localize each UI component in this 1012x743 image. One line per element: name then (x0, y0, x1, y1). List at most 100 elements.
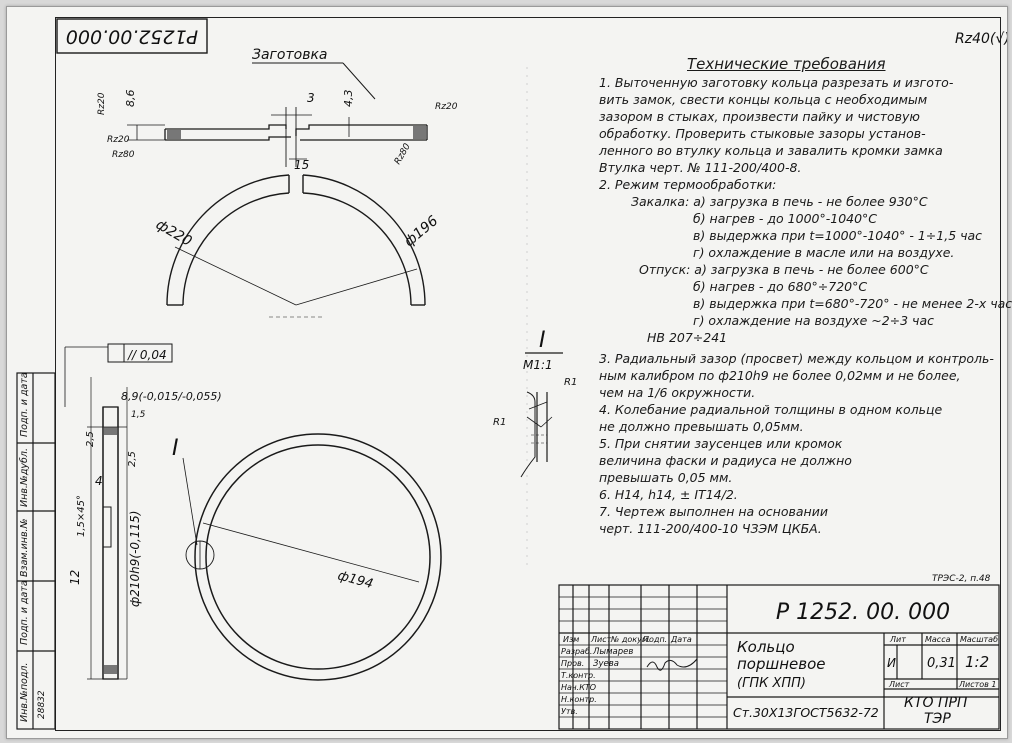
org-1: КТО ПРП (904, 695, 968, 711)
rz80-a: Rz80 (112, 150, 135, 160)
drawing-sheet: P1252.00.000 Rz40(√) Заготовка 3 (6, 6, 1012, 739)
dim-d210: ф210h9(-0,115) (128, 511, 142, 607)
drawing-number-top: P1252.00.000 (66, 26, 198, 48)
blank-section (127, 107, 428, 167)
requirement-line: 7. Чертеж выполнен на основании (599, 504, 828, 519)
strip-podp-data: Подп. и дата (19, 580, 30, 645)
role-nach-kto: Нач.КТО (561, 683, 596, 692)
requirement-line: 1. Выточенную заготовку кольца разрезать… (599, 75, 954, 90)
requirement-line: 5. При снятии заусенцев или кромок (599, 436, 843, 451)
role-nkontr: Н.контр. (561, 695, 597, 704)
requirements-title: Технические требования (687, 55, 886, 73)
blank-label: Заготовка (252, 47, 327, 63)
side-strip (16, 372, 56, 730)
blank-arc (166, 174, 426, 318)
archive-note: ТРЭС-2, п.48 (932, 574, 991, 584)
ring-section (64, 343, 173, 680)
detail-scale: M1:1 (523, 358, 553, 372)
dim-2-5b: 2,5 (127, 451, 138, 467)
col-lit: Лит (889, 635, 906, 644)
part-name-3: (ГПК ХПП) (737, 676, 806, 691)
col-dokum: № докум. (610, 635, 650, 644)
requirement-line: в) выдержка при t=680°-720° - не менее 2… (693, 296, 1012, 311)
mass-value: 0,31 (927, 656, 956, 671)
requirement-line: г) охлаждение в масле или на воздухе. (693, 245, 955, 260)
dim-4: 4 (95, 474, 103, 488)
r1-a: R1 (564, 377, 577, 388)
requirement-line: вить замок, свести концы кольца с необхо… (599, 92, 928, 107)
dim-width: 8,9(-0,015/-0,055) (121, 390, 222, 403)
detail-view: I M1:1 (520, 328, 563, 478)
drawing-number: P 1252. 00. 000 (776, 600, 950, 625)
part-name-2: поршневое (737, 655, 826, 673)
dim-3: 3 (307, 91, 315, 105)
signer-1: Лымарев (592, 647, 633, 657)
role-razrab: Разраб. (561, 647, 592, 656)
dim-d196: ф196 (401, 213, 441, 250)
dim-12: 12 (68, 570, 82, 585)
requirement-line: черт. 111-200/400-10 ЧЗЭМ ЦКБА. (599, 521, 822, 536)
requirement-line: б) нагрев - до 680°÷720°С (693, 279, 868, 294)
part-name-1: Кольцо (737, 638, 795, 656)
ring-front-view (182, 433, 442, 681)
rz20-a: Rz20 (97, 92, 107, 115)
rz80-b: Rz80 (393, 142, 413, 167)
lit-value: И (887, 656, 896, 670)
requirement-line: 3. Радиальный зазор (просвет) между коль… (599, 351, 994, 366)
col-list: Лист (590, 635, 612, 644)
rz20-b: Rz20 (435, 102, 458, 112)
dim-15: 15 (294, 158, 309, 172)
requirement-line: 6. Н14, h14, ± IT14/2. (599, 487, 738, 502)
requirement-line: б) нагрев - до 1000°-1040°С (693, 211, 878, 226)
requirement-line: Втулка черт. № 111-200/400-8. (599, 160, 802, 175)
col-scale: Масштаб (960, 635, 998, 644)
role-prov: Пров. (561, 659, 584, 668)
dim-d220: ф220 (153, 217, 195, 250)
col-data: Дата (670, 635, 692, 644)
col-podp: Подп. (643, 635, 667, 644)
detail-mark: I (172, 436, 179, 461)
dim-1-5: 1,5 (131, 410, 146, 420)
strip-podp-data-2: Подп. и дата (19, 372, 30, 437)
title-block (558, 584, 1000, 730)
signature (646, 658, 698, 671)
requirement-line: обработку. Проверить стыковые зазоры уст… (599, 126, 926, 141)
requirement-line: превышать 0,05 мм. (599, 470, 733, 485)
scale-value: 1:2 (965, 653, 989, 671)
material: Ст.30Х13ГОСТ5632-72 (733, 705, 879, 720)
dim-1-5x45: 1,5×45° (76, 495, 87, 537)
requirement-line: ленного во втулку кольца и завалить кром… (599, 143, 943, 158)
requirement-line: ным калибром по ф210h9 не более 0,02мм и… (599, 368, 961, 383)
drawing-canvas: P1252.00.000 Rz40(√) Заготовка 3 (16, 18, 1007, 730)
requirement-line: 2. Режим термообработки: (599, 177, 777, 192)
strip-inv-podl: Инв.№подл. (19, 662, 30, 722)
dim-8-6: 8,6 (124, 90, 137, 108)
requirement-line: Закалка: а) загрузка в печь - не более 9… (631, 194, 928, 209)
requirement-line: зазором в стыках, произвести пайку и чис… (599, 109, 920, 124)
requirement-line: величина фаски и радиуса не должно (599, 453, 852, 468)
strip-dubl: Инв.№дубл. (19, 448, 30, 507)
requirement-line: чем на 1/6 окружности. (599, 385, 756, 400)
requirement-line: не должно превышать 0,05мм. (599, 419, 804, 434)
sheet-label: Лист (888, 680, 910, 689)
parallel-tolerance: // 0,04 (127, 348, 167, 362)
dim-2-5: 2,5 (85, 431, 96, 447)
roughness-corner: Rz40(√) (955, 31, 1007, 47)
strip-vzam: Взам.инв.№ (19, 518, 30, 577)
drawing-number-box (56, 18, 208, 54)
dim-d194: ф194 (336, 568, 375, 592)
requirement-line: Отпуск: а) загрузка в печь - не более 60… (639, 262, 929, 277)
requirement-line: 4. Колебание радиальной толщины в одном … (599, 402, 943, 417)
r1-b: R1 (493, 417, 506, 428)
requirement-line: НВ 207÷241 (647, 330, 728, 345)
col-mass: Масса (925, 635, 951, 644)
strip-number: 28832 (37, 690, 47, 719)
signer-2: Зуева (593, 659, 619, 669)
role-tkontr: Т.контр. (561, 671, 596, 680)
detail-label: I (539, 328, 546, 353)
requirement-line: г) охлаждение на воздухе ~2÷3 час (693, 313, 934, 328)
dim-4-3: 4,3 (342, 90, 355, 108)
requirement-line: в) выдержка при t=1000°-1040° - 1÷1,5 ча… (693, 228, 983, 243)
sheets-label: Листов 1 (958, 680, 997, 689)
rz20-c: Rz20 (107, 135, 130, 145)
